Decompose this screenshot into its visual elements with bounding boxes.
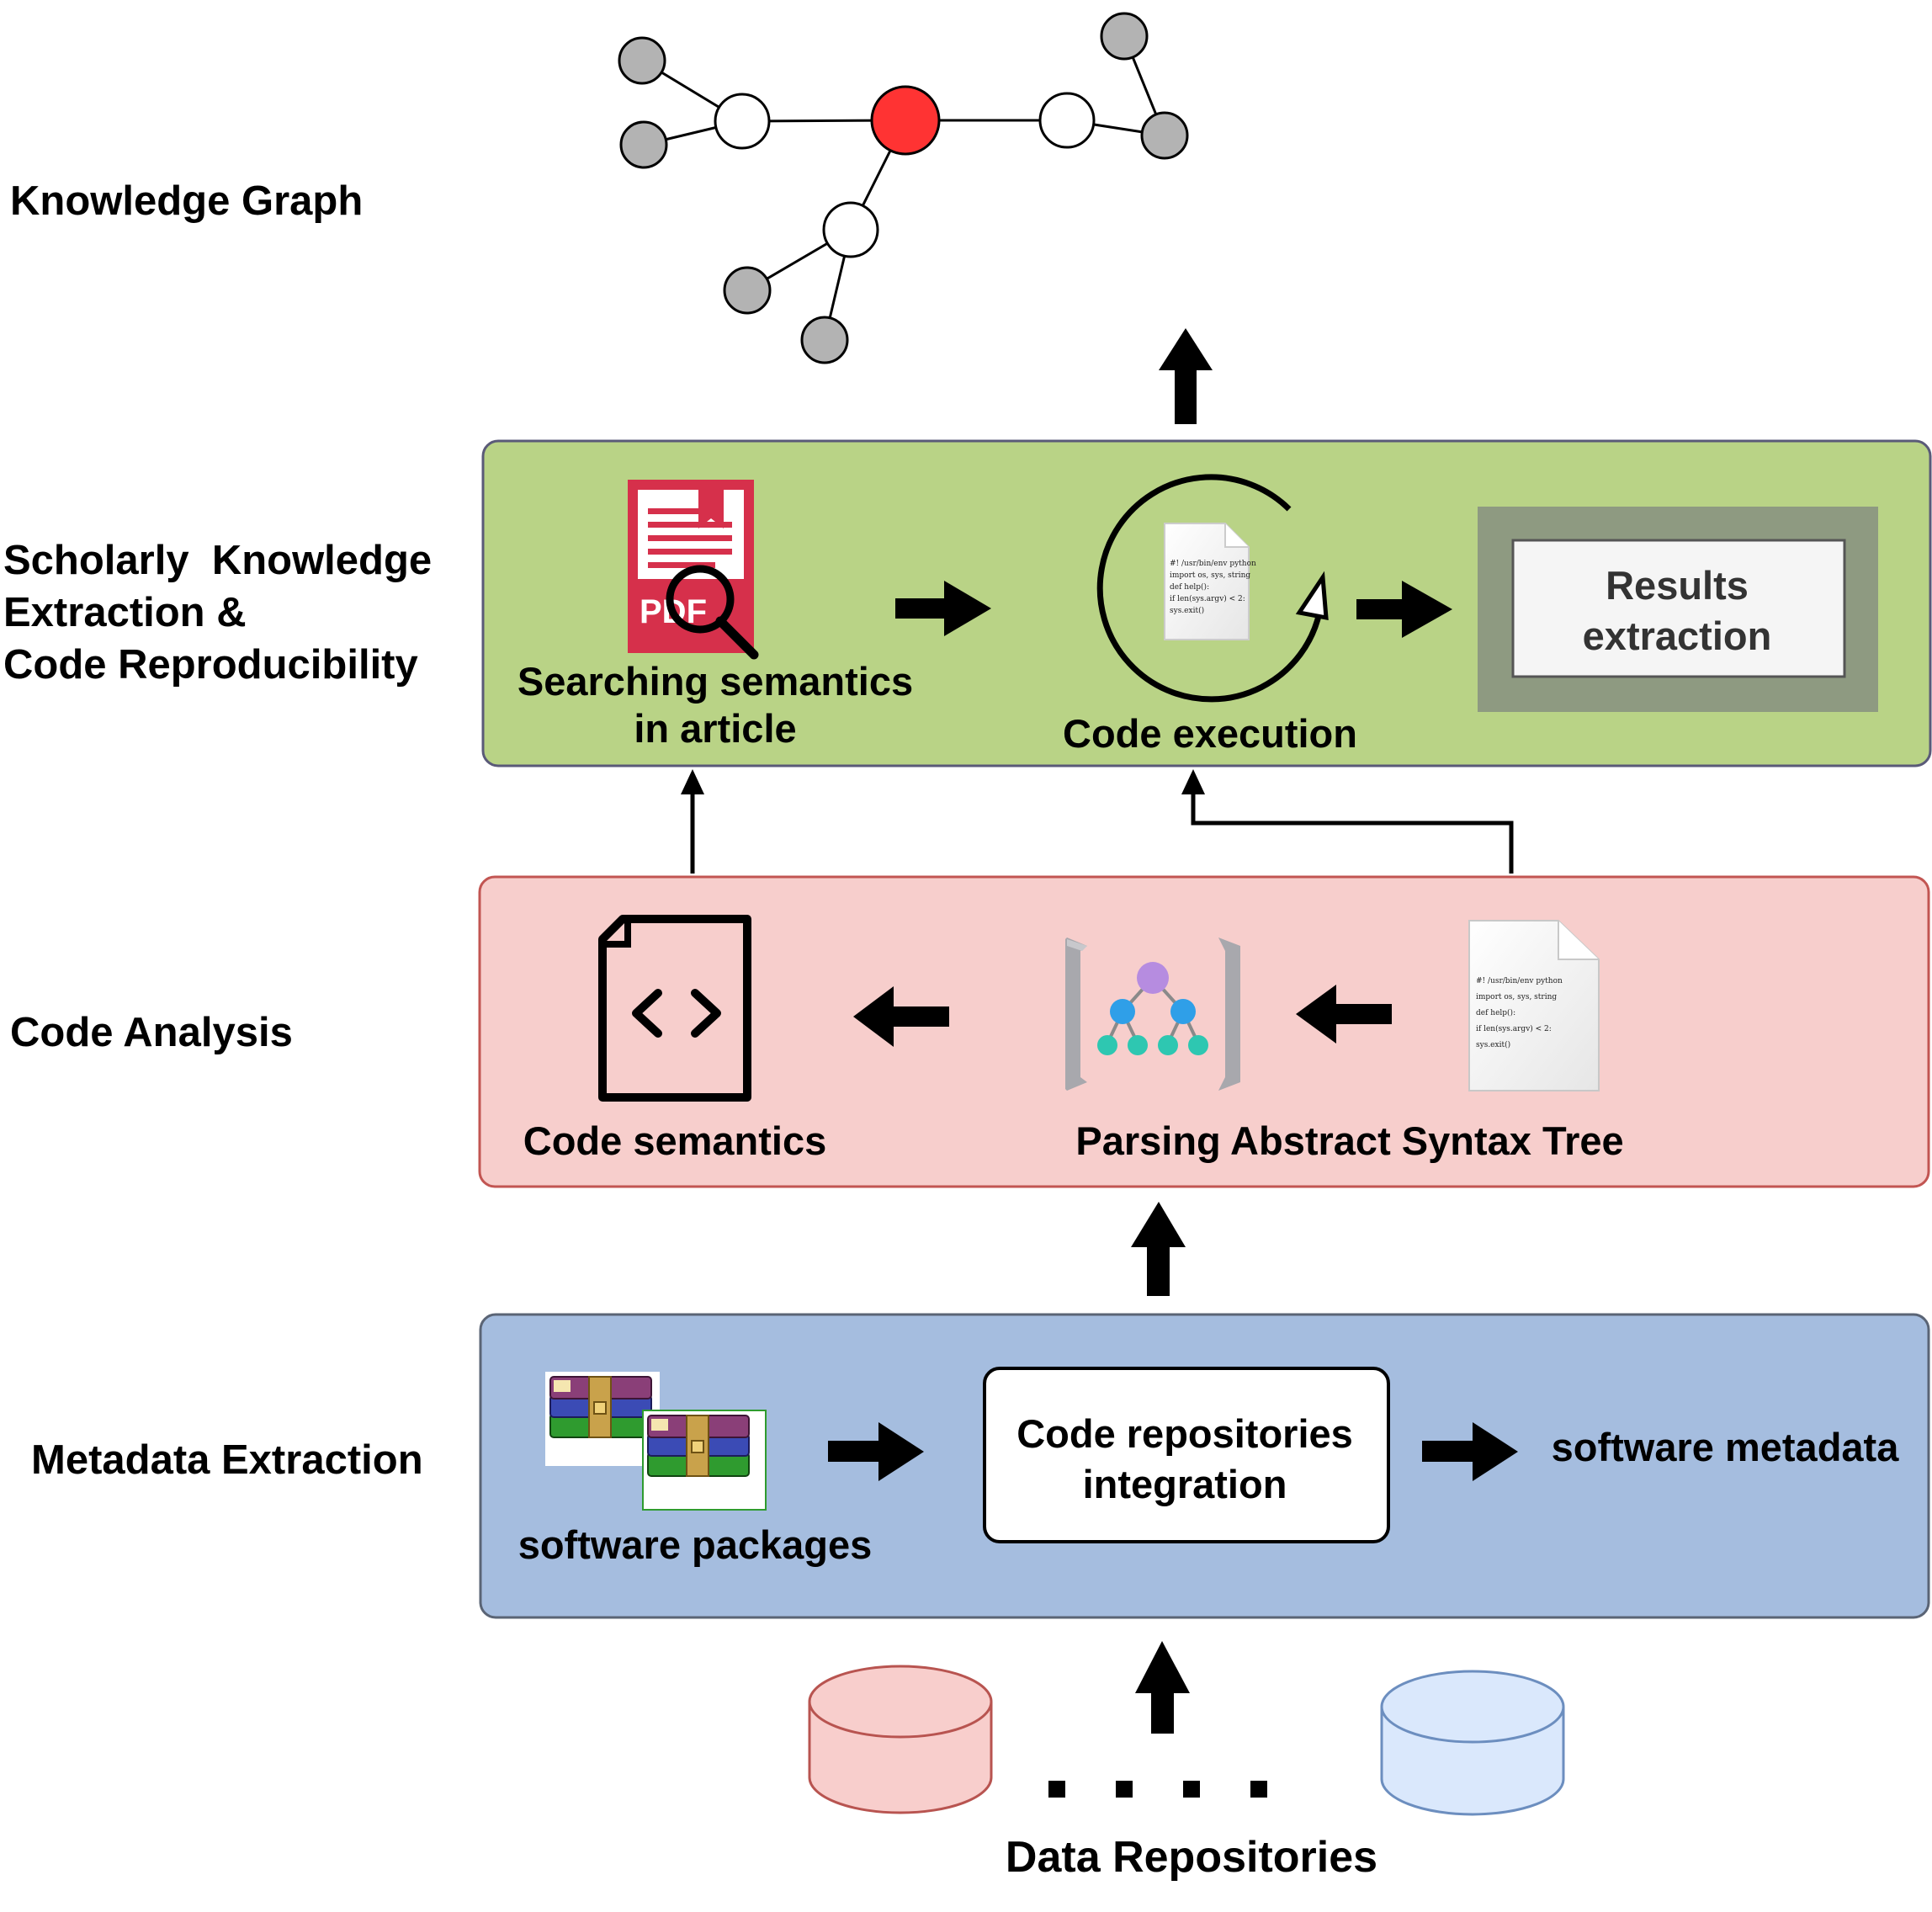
searching-semantics-text: Searching semantics [518, 659, 913, 704]
arrow-right-icon [895, 581, 991, 636]
arrow-left-icon [1296, 985, 1392, 1044]
knowledge-graph [618, 12, 1189, 364]
arrow-right-icon [1422, 1422, 1518, 1481]
script-file-icon: #! /usr/bin/env python import os, sys, s… [1164, 523, 1256, 640]
graph-node-root [870, 85, 941, 156]
ellipsis-dots [1048, 1781, 1267, 1798]
metadata-extraction-layer: software packages Code repositories inte… [479, 1313, 1930, 1619]
database-icon [808, 1665, 993, 1814]
results-extraction-box [1478, 507, 1878, 712]
graph-node [1038, 92, 1096, 149]
arrow-left-icon [853, 986, 949, 1047]
software-metadata-text: software metadata [1552, 1425, 1900, 1469]
pdf-search-icon: PDF [628, 480, 759, 660]
svg-text:import os, sys, string: import os, sys, string [1170, 571, 1250, 580]
svg-text:sys.exit(): sys.exit() [1170, 606, 1204, 615]
graph-node [714, 93, 771, 150]
svg-text:#! /usr/bin/env python: #! /usr/bin/env python [1476, 977, 1563, 985]
arrow-to-code-analysis [1131, 1202, 1186, 1296]
code-analysis-label: Code Analysis [10, 1010, 293, 1055]
integration-text: integration [1083, 1462, 1287, 1506]
graph-leaf-node [618, 36, 666, 85]
parsing-ast-text: Parsing Abstract Syntax Tree [1075, 1118, 1623, 1163]
data-repositories: Data Repositories [808, 1665, 1565, 1882]
extraction-label-line: Scholarly Knowledge [3, 538, 432, 583]
extraction-label-line: Extraction & [3, 590, 247, 635]
svg-text:def help():: def help(): [1476, 1008, 1515, 1017]
svg-text:if len(sys.argv) < 2:: if len(sys.argv) < 2: [1476, 1024, 1552, 1033]
archive-packages-icon [545, 1372, 767, 1511]
extraction-label-line: Code Reproducibility [3, 642, 418, 688]
svg-text:import os, sys, string: import os, sys, string [1476, 993, 1557, 1001]
extraction-layer: PDF Searching semantics in article #! /u… [481, 439, 1932, 767]
data-repositories-label: Data Repositories [1006, 1833, 1377, 1882]
graph-leaf-node [619, 120, 668, 169]
knowledge-graph-label: Knowledge Graph [10, 178, 363, 224]
graph-node [822, 201, 879, 258]
code-repositories-integration-box: Code repositories integration [983, 1367, 1390, 1543]
graph-leaf-node [723, 266, 772, 315]
svg-text:if len(sys.argv) < 2:: if len(sys.argv) < 2: [1170, 594, 1245, 603]
arrow-from-data-repositories [1135, 1641, 1190, 1734]
code-file-icon [598, 915, 751, 1102]
graph-leaf-node [1100, 12, 1149, 61]
arrow-to-knowledge-graph [1159, 328, 1213, 424]
arrow-ast-to-code-execution [1181, 769, 1514, 874]
svg-text:sys.exit(): sys.exit() [1476, 1040, 1510, 1049]
svg-text:def help():: def help(): [1170, 582, 1209, 592]
arrow-to-searching-semantics [681, 769, 704, 874]
svg-text:#! /usr/bin/env python: #! /usr/bin/env python [1170, 560, 1256, 568]
database-icon [1380, 1670, 1565, 1816]
code-execution-text: Code execution [1063, 711, 1357, 756]
code-semantics-text: Code semantics [523, 1118, 826, 1163]
syntax-tree-icon [1065, 937, 1240, 1091]
code-execution-cycle-icon: #! /usr/bin/env python import os, sys, s… [1096, 474, 1329, 703]
searching-semantics-text: in article [634, 706, 796, 751]
graph-leaf-node [800, 316, 849, 364]
integration-text: Code repositories [1016, 1411, 1353, 1456]
arrow-right-icon [828, 1422, 924, 1481]
results-extraction-text: Results [1606, 563, 1749, 608]
code-analysis-layer: Code semantics [478, 875, 1930, 1188]
software-packages-text: software packages [518, 1522, 873, 1567]
graph-leaf-node [1140, 111, 1189, 160]
arrow-right-icon [1356, 581, 1452, 638]
script-file-icon: #! /usr/bin/env python import os, sys, s… [1468, 920, 1600, 1091]
results-extraction-text: extraction [1583, 613, 1772, 658]
metadata-extraction-label: Metadata Extraction [31, 1437, 423, 1483]
